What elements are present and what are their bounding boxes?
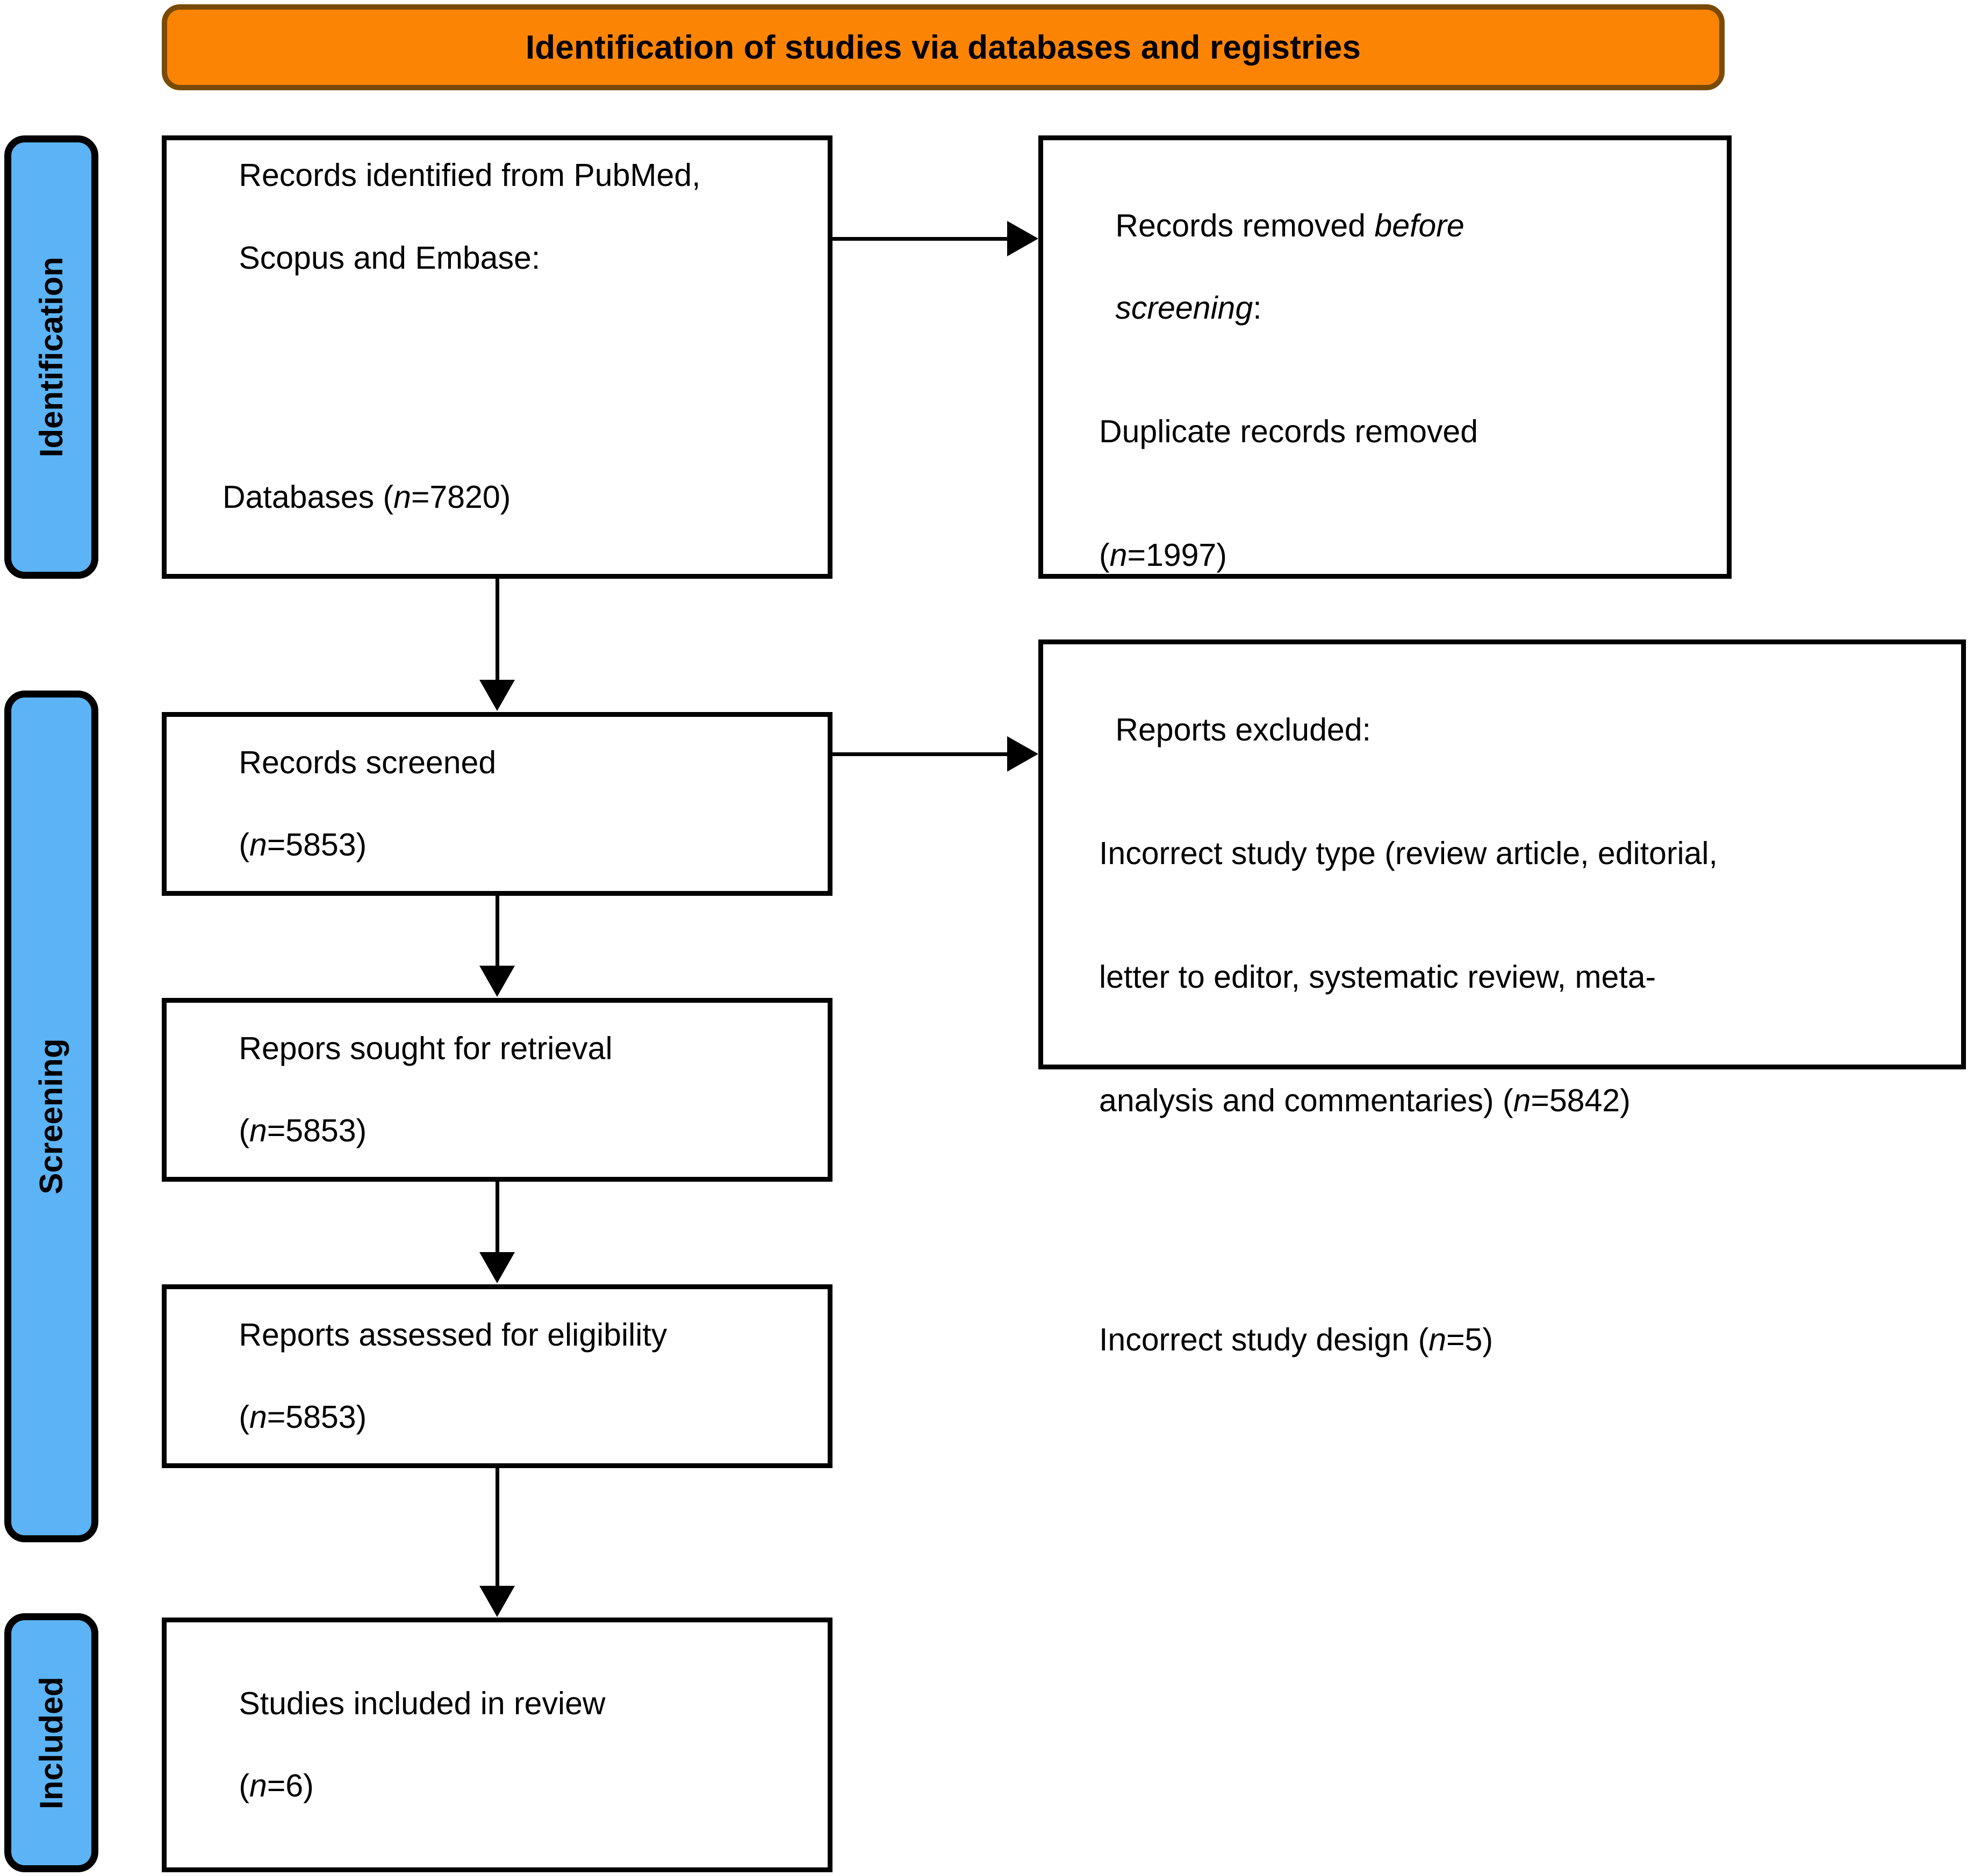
n-variable: n [249,1113,267,1149]
stage-sidebar-screening: Screening [4,691,98,1542]
box-records-screened: Records screened (n=5853) [162,712,832,896]
before-italic: before [1374,207,1465,243]
n-variable: n [1109,537,1128,573]
screened-n: =5853) [267,827,367,863]
connector-screened-to-sought-line [496,896,499,967]
studies-included-count: (n=6) [239,1768,313,1803]
connector-identified-to-removed-arrowhead [1007,221,1038,256]
databases-count: =7820) [411,479,511,515]
records-removed-prefix: Records removed [1115,207,1375,243]
reports-excluded-heading: Reports excluded: [1115,711,1371,747]
duplicate-records-line: Duplicate records removed [1099,414,1478,450]
n-variable: n [1429,1322,1447,1358]
paren-open: ( [239,1399,250,1435]
included-n: =6) [267,1768,314,1804]
duplicate-records-count: (n=1997) [1063,535,1707,576]
connector-identified-to-removed-line [832,237,1010,241]
databases-label: Databases ( [222,479,394,515]
n-variable: n [249,827,267,863]
excluded-type-line1: Incorrect study type (review article, ed… [1099,835,1718,871]
records-identified-line2: Scopus and Embase: [239,240,541,276]
connector-assessed-to-included-arrowhead [479,1586,515,1617]
stage-sidebar-included: Included [4,1613,98,1872]
box-studies-included: Studies included in review (n=6) [162,1618,832,1872]
paren-open: ( [1099,537,1110,573]
spacer [186,361,808,394]
records-identified-databases: Databases (n=7820) [186,477,808,518]
excluded-design-line: Incorrect study design (n=5) [1063,1319,1942,1361]
box-records-identified: Records identified from PubMed, Scopus a… [162,135,832,579]
duplicate-n: =1997) [1127,537,1227,573]
box-reports-sought-text: Repors sought for retrieval (n=5853) [186,987,808,1192]
connector-screened-to-excluded-line [832,752,1010,756]
reports-assessed-line1: Reports assessed for eligibility [239,1317,667,1353]
records-identified-line1: Records identified from PubMed, [239,157,701,193]
n-variable: n [1513,1082,1531,1118]
spacer [1063,1204,1942,1237]
connector-sought-to-assessed-arrowhead [479,1252,515,1283]
banner-identification-header: Identification of studies via databases … [162,4,1725,90]
reports-assessed-count: (n=5853) [239,1399,367,1435]
excluded-type-line3: analysis and commentaries) (n=5842) [1063,1080,1942,1122]
studies-included-line1: Studies included in review [239,1685,606,1721]
records-screened-line1: Records screened [239,744,497,780]
connector-identified-to-screened-line [496,579,499,684]
sought-n: =5853) [267,1113,367,1149]
box-reports-sought: Repors sought for retrieval (n=5853) [162,998,832,1182]
excluded-type-n: =5842) [1531,1082,1631,1118]
box-reports-assessed: Reports assessed for eligibility (n=5853… [162,1284,832,1468]
box-reports-assessed-text: Reports assessed for eligibility (n=5853… [186,1273,808,1479]
records-screened-count: (n=5853) [239,827,367,862]
stage-label-identification: Identification [33,256,69,458]
connector-screened-to-sought-arrowhead [479,966,515,997]
reports-sought-line1: Repors sought for retrieval [239,1030,613,1066]
box-records-removed: Records removed before screening: Duplic… [1038,135,1732,579]
paren-open: ( [239,1768,250,1804]
excluded-design-n: =5) [1446,1322,1493,1358]
reports-sought-count: (n=5853) [239,1113,367,1148]
paren-open: ( [239,827,250,863]
box-studies-included-text: Studies included in review (n=6) [186,1642,808,1848]
excluded-type-line2: letter to editor, systematic review, met… [1099,959,1656,995]
n-variable: n [249,1768,267,1804]
assessed-n: =5853) [267,1399,367,1435]
box-records-identified-text: Records identified from PubMed, Scopus a… [186,114,808,601]
box-records-removed-text: Records removed before screening: Duplic… [1063,164,1707,658]
connector-screened-to-excluded-arrowhead [1007,736,1038,772]
n-variable: n [249,1399,267,1435]
box-reports-excluded-text: Reports excluded: Incorrect study type (… [1063,668,1942,1443]
paren-open: ( [239,1113,250,1149]
connector-identified-to-screened-arrowhead [479,680,515,711]
excluded-type-tail: analysis and commentaries) ( [1099,1082,1513,1118]
excluded-design-label: Incorrect study design ( [1099,1322,1429,1358]
banner-title: Identification of studies via databases … [525,28,1361,66]
connector-sought-to-assessed-line [496,1182,499,1253]
records-removed-colon: : [1253,290,1262,326]
stage-label-screening: Screening [33,1038,70,1195]
stage-label-included: Included [33,1676,69,1809]
connector-assessed-to-included-line [496,1468,499,1586]
screening-italic: screening [1115,290,1253,326]
box-reports-excluded: Reports excluded: Incorrect study type (… [1038,639,1966,1357]
stage-sidebar-identification: Identification [4,135,98,579]
n-variable: n [393,479,411,515]
box-records-screened-text: Records screened (n=5853) [186,701,808,907]
